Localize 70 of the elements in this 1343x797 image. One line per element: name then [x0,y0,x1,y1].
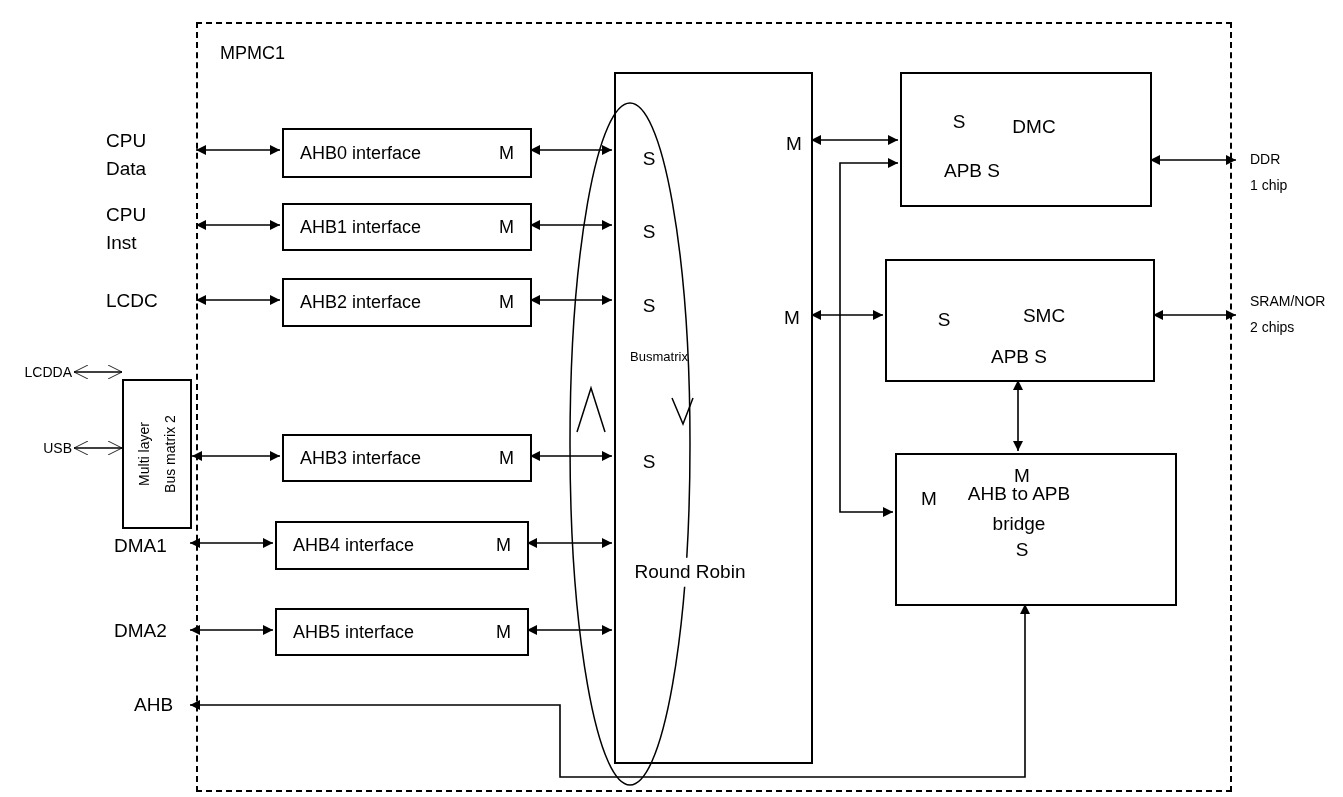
dashed-boundary [196,22,1232,792]
controller-box [885,259,1155,382]
port-label: M [496,620,511,644]
port-name: DMA1 [100,531,190,561]
bus-arrow [810,135,899,145]
interface-label: AHB2 interface [300,291,422,314]
bus-arrow [1149,155,1237,165]
port-name: CPU Inst [92,198,196,260]
interface-box [282,434,532,482]
port-label: M [786,131,802,156]
interface-label: AHB0 interface [300,141,422,165]
bus-arrow [810,310,884,320]
port-label: M [499,446,514,470]
port-name: LCDC [92,286,196,316]
bus-arrow [191,451,281,461]
port-label: M [499,215,514,239]
bus-arrow [529,220,613,230]
bus-matrix-box [122,379,192,529]
bus-arrow [195,220,281,230]
bus-arrow [526,625,613,635]
port-label: APB S [991,344,1047,369]
bus-arrow [839,158,899,517]
bus-matrix-label: Multi layer Bus matrix 2 [135,414,179,495]
bus-arrow [529,295,613,305]
block-title: SMC [1022,303,1066,328]
controller-box [900,72,1152,207]
port-name: DMA2 [100,616,190,646]
memory-label: DDR 1 chip [1236,146,1326,198]
port-label: S [642,293,656,318]
bus-arrow [529,451,613,461]
bus-arrow [1013,379,1023,452]
bus-arrow [195,145,281,155]
port-label: S [642,219,656,244]
busmatrix-box [614,72,813,764]
port-label: M [499,291,514,314]
port-label: M [496,534,511,557]
interface-label: AHB3 interface [300,446,422,470]
port-label: S [952,109,966,134]
port-label: APB S [944,158,1000,183]
interface-label: AHB4 interface [293,534,415,557]
bus-arrow [526,538,613,548]
port-label: M [921,486,937,511]
port-name: AHB [120,690,190,720]
bus-arrow [189,603,1030,778]
port-name: CPU Data [92,124,196,186]
interface-box [282,128,532,178]
interface-label: AHB5 interface [293,620,415,644]
boundary-title: MPMC1 [220,42,285,65]
interface-label: AHB1 interface [300,215,422,239]
interface-box [275,521,529,570]
controller-box [895,453,1177,606]
bus-arrow [195,295,281,305]
bus-arrow [1152,310,1237,320]
bus-arrow [189,538,274,548]
bus-arrow [189,625,274,635]
port-label: S [642,146,656,171]
interface-box [282,203,532,251]
interface-box [275,608,529,656]
interface-box [282,278,532,327]
port-name: LCDDA [4,360,74,384]
port-name: USB [14,436,74,460]
port-label: S [937,307,951,332]
memory-label: SRAM/NOR 2 chips [1236,288,1336,340]
port-label: M [784,305,800,330]
busmatrix-label: Busmatrix [630,348,688,367]
block-title: DMC [1012,114,1056,139]
port-label: M [499,141,514,165]
bus-arrow [529,145,613,155]
port-label: S [1015,537,1029,562]
port-label: S [642,449,656,474]
